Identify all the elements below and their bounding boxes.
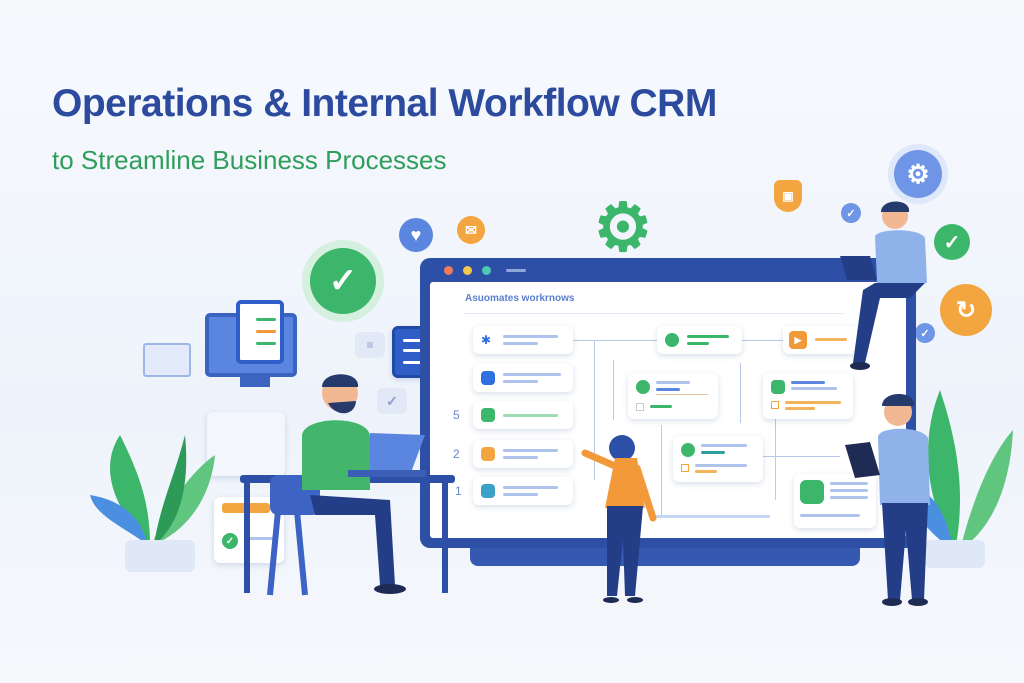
workflow-step-card[interactable] [473, 477, 573, 505]
check-icon: ✓ [934, 224, 970, 260]
workflow-step-card[interactable] [657, 326, 742, 354]
small-monitor-stand [240, 377, 270, 387]
heart-icon: ♥ [399, 218, 433, 252]
check-icon: ✓ [915, 323, 935, 343]
monitor-stand [470, 548, 860, 566]
address-bar [506, 269, 526, 272]
check-icon: ✓ [377, 388, 407, 414]
workflow-task-card[interactable] [794, 474, 876, 528]
heading-divider [464, 313, 844, 314]
workflow-step-card[interactable] [473, 440, 573, 468]
settings-icon: ⚙ [894, 150, 942, 198]
clipboard-icon [236, 300, 284, 364]
man-with-tablet [845, 394, 930, 606]
play-icon: ▶ [789, 331, 807, 349]
workflow-step-card[interactable]: ✱ [473, 326, 573, 354]
step-number: 2 [453, 447, 460, 461]
workflow-task-card[interactable] [763, 373, 853, 419]
step-number: 5 [453, 408, 460, 422]
window-close-dot[interactable] [444, 266, 453, 275]
screen-heading: Asuomates workrnows [465, 293, 575, 304]
check-icon: ✓ [841, 203, 861, 223]
check-circle-icon: ✓ [310, 248, 376, 314]
mail-icon: ✉ [457, 216, 485, 244]
workflow-step-card[interactable]: ▶ [783, 326, 858, 354]
workflow-step-card[interactable] [473, 364, 573, 392]
page-subtitle: to Streamline Business Processes [52, 145, 447, 175]
plant-left [90, 435, 215, 572]
man-sitting-with-laptop [840, 201, 927, 370]
plant-right [905, 390, 1013, 568]
gear-icon: ⚙ [593, 190, 653, 264]
window-minimize-dot[interactable] [463, 266, 472, 275]
workflow-task-card[interactable] [673, 436, 763, 482]
woman-presenting [581, 435, 657, 603]
chat-icon: ≡ [355, 332, 385, 358]
refresh-check-icon: ↻ [940, 284, 992, 336]
step-number: 1 [455, 484, 462, 498]
man-at-desk [240, 374, 455, 596]
paper-card [207, 412, 285, 476]
chart-card [143, 343, 191, 377]
shield-icon: ▣ [774, 180, 802, 212]
window-maximize-dot[interactable] [482, 266, 491, 275]
workflow-task-card[interactable] [628, 373, 718, 419]
workflow-step-card[interactable] [473, 401, 573, 429]
page-title: Operations & Internal Workflow CRM [52, 82, 717, 125]
